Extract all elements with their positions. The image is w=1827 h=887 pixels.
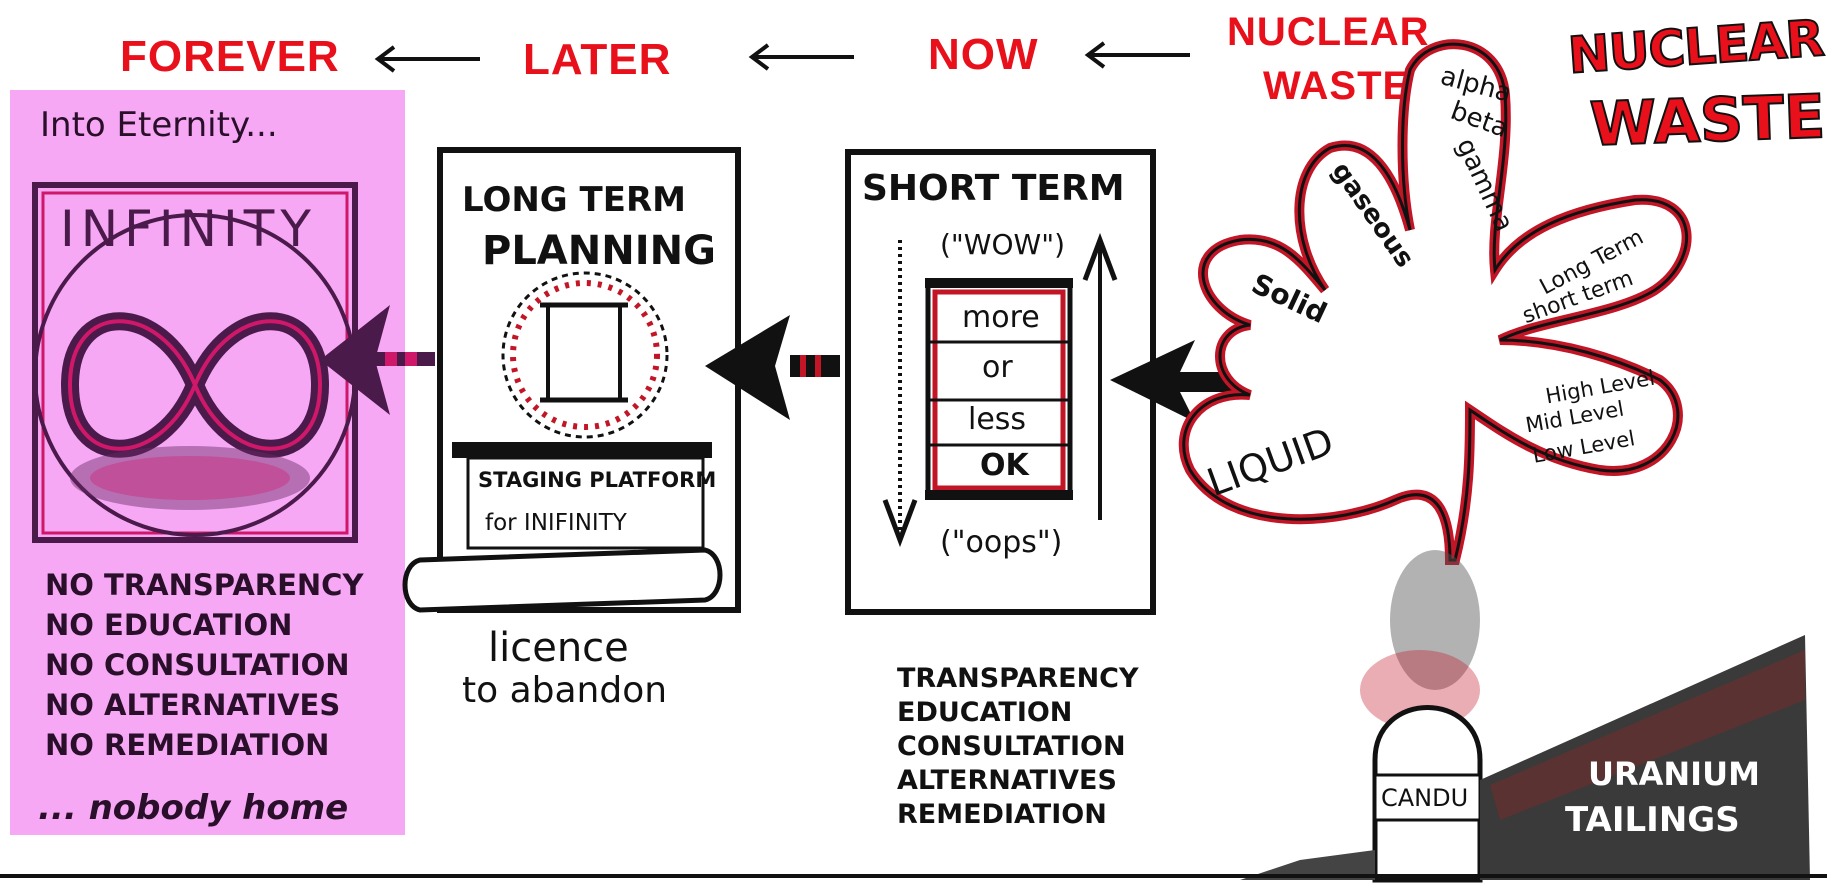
- list-item: REMEDIATION: [897, 799, 1107, 830]
- ladder-ok: OK: [980, 448, 1029, 483]
- infinity-title: INFINITY: [60, 200, 317, 258]
- long-term-title: LONG TERM: [462, 180, 686, 220]
- list-item: NO TRANSPARENCY: [45, 568, 364, 602]
- list-item: NO CONSULTATION: [45, 648, 350, 682]
- arrow-to-long-term-icon: [705, 315, 840, 420]
- arrow-left-icon: [748, 43, 854, 71]
- long-term-box: [402, 147, 741, 613]
- tailings-label: TAILINGS: [1565, 800, 1740, 840]
- list-item: CONSULTATION: [897, 731, 1126, 762]
- arrow-left-icon: [1084, 41, 1190, 69]
- list-item: NO ALTERNATIVES: [45, 688, 341, 722]
- short-term-list: TRANSPARENCY EDUCATION CONSULTATION ALTE…: [897, 662, 1139, 832]
- list-item: TRANSPARENCY: [897, 663, 1139, 694]
- list-item: ALTERNATIVES: [897, 765, 1117, 796]
- long-term-planning: PLANNING: [482, 228, 716, 274]
- arrow-into-infinity-icon: [320, 305, 435, 415]
- staging-platform-label: STAGING PLATFORM: [478, 468, 717, 492]
- uranium-label: URANIUM: [1588, 755, 1760, 793]
- short-term-box: [845, 149, 1156, 615]
- wow-label: ("WOW"): [940, 228, 1066, 261]
- waste-cloud: [1178, 39, 1692, 565]
- header-later: LATER: [523, 35, 672, 84]
- header-now: NOW: [928, 30, 1039, 79]
- header-nuclear: NUCLEAR: [1227, 10, 1430, 54]
- uranium-tailings-pile: [1240, 635, 1810, 880]
- smoke-plume: [1360, 550, 1480, 730]
- list-item: EDUCATION: [897, 697, 1073, 728]
- header-forever: FOREVER: [120, 32, 340, 81]
- short-term-title: SHORT TERM: [862, 168, 1125, 209]
- candu-label: CANDU: [1381, 784, 1469, 812]
- oops-label: ("oops"): [940, 525, 1063, 560]
- arrow-left-icon: [374, 45, 480, 73]
- candu-reactor: [1372, 705, 1483, 883]
- ladder-or: or: [982, 350, 1013, 385]
- forever-no-list: NO TRANSPARENCY NO EDUCATION NO CONSULTA…: [45, 565, 363, 765]
- into-eternity-caption: Into Eternity...: [40, 105, 278, 145]
- ladder-less: less: [968, 402, 1027, 437]
- header-waste: WASTE: [1263, 64, 1411, 108]
- nobody-home-caption: ... nobody home: [38, 788, 349, 828]
- licence-caption: licence: [488, 625, 629, 671]
- list-item: NO REMEDIATION: [45, 728, 330, 762]
- for-infinity-label: for INIFINITY: [485, 510, 627, 536]
- list-item: NO EDUCATION: [45, 608, 293, 642]
- ladder-more: more: [962, 300, 1040, 335]
- abandon-caption: to abandon: [462, 670, 668, 711]
